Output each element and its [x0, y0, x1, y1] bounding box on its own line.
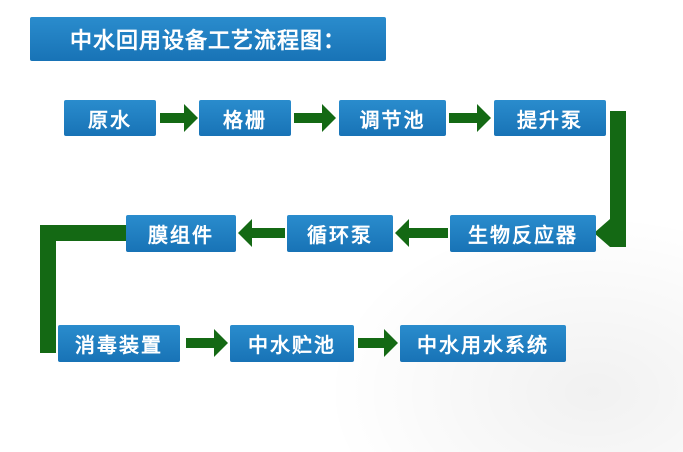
- flow-node-screen: 格栅: [199, 100, 291, 136]
- arrow-shaft: [251, 228, 285, 238]
- flow-arrow-right-icon: [449, 104, 491, 132]
- flow-node-regulating-tank: 调节池: [339, 100, 446, 136]
- flow-arrow-right-icon: [160, 104, 198, 132]
- flow-node-disinfection-unit: 消毒装置: [58, 325, 180, 362]
- connector-right-down-line: [610, 111, 626, 247]
- connector-left-horizontal-line: [40, 225, 126, 241]
- arrow-shaft: [449, 113, 478, 123]
- flow-arrow-left-icon: [238, 219, 285, 247]
- arrow-head: [395, 219, 409, 247]
- arrow-shaft: [358, 338, 385, 348]
- flow-node-label: 提升泵: [517, 109, 583, 132]
- arrow-head: [384, 329, 398, 357]
- arrow-shaft: [160, 113, 185, 123]
- flow-node-label: 中水用水系统: [417, 335, 549, 357]
- arrow-shaft: [294, 113, 323, 123]
- flow-arrow-right-icon: [358, 329, 398, 357]
- flow-node-label: 中水贮池: [248, 335, 336, 357]
- arrow-shaft: [186, 338, 215, 348]
- arrow-head: [214, 329, 228, 357]
- flow-node-raw-water: 原水: [64, 100, 156, 136]
- flow-node-label: 膜组件: [148, 225, 214, 247]
- arrow-head: [184, 104, 198, 132]
- flow-node-reclaimed-water-use-system: 中水用水系统: [400, 325, 566, 362]
- arrow-shaft: [408, 228, 448, 238]
- flow-node-circulation-pump: 循环泵: [287, 215, 393, 252]
- arrow-head: [238, 219, 252, 247]
- diagram-title-label: 中水回用设备工艺流程图：: [69, 28, 346, 53]
- diagram-title: 中水回用设备工艺流程图：: [30, 17, 386, 61]
- flow-node-label: 格栅: [223, 109, 267, 132]
- flow-node-lift-pump: 提升泵: [494, 100, 606, 136]
- connector-arrow-left-head: [594, 219, 610, 247]
- arrow-head: [477, 104, 491, 132]
- connector-left-down-line: [40, 225, 56, 353]
- arrow-head: [322, 104, 336, 132]
- flow-node-label: 原水: [88, 109, 132, 132]
- flow-node-bioreactor: 生物反应器: [450, 215, 596, 252]
- flow-arrow-left-icon: [395, 219, 448, 247]
- flow-arrow-right-icon: [186, 329, 228, 357]
- flow-node-membrane-module: 膜组件: [126, 215, 236, 252]
- flow-arrow-right-icon: [294, 104, 336, 132]
- flow-node-label: 消毒装置: [75, 335, 163, 357]
- flow-node-reclaimed-water-storage-tank: 中水贮池: [230, 325, 354, 362]
- flow-node-label: 循环泵: [307, 225, 373, 247]
- flow-node-label: 生物反应器: [468, 225, 578, 247]
- flow-node-label: 调节池: [359, 109, 426, 132]
